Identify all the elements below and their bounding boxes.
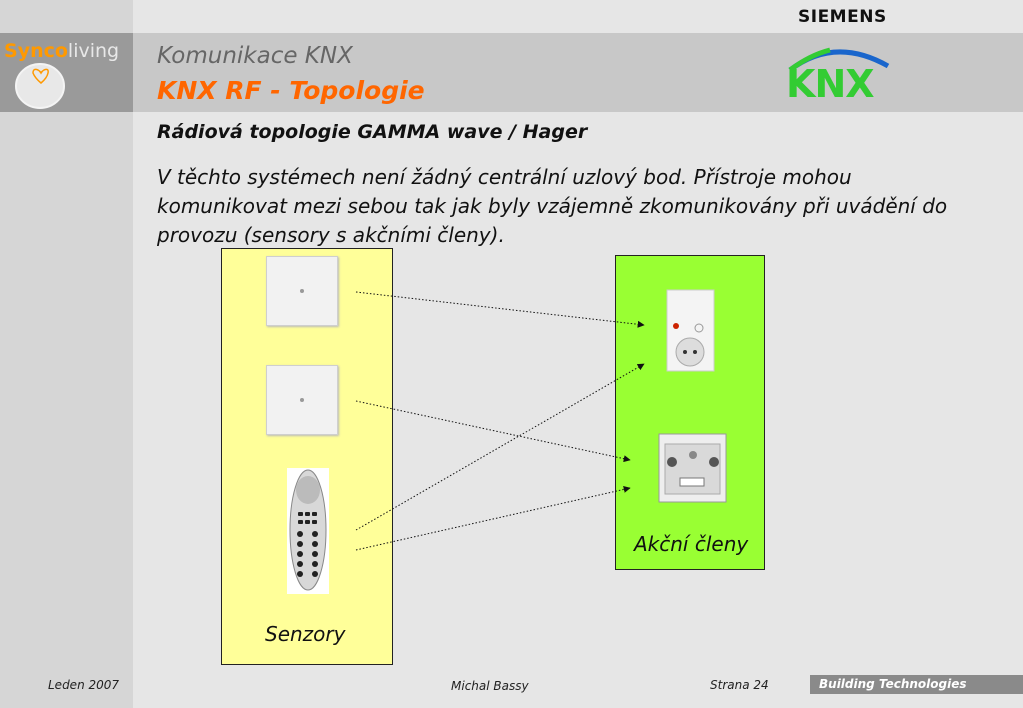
section-heading: Rádiová topologie GAMMA wave / Hager	[157, 121, 588, 143]
top-bar	[133, 0, 1023, 33]
flush-actuator-icon	[658, 433, 727, 503]
footer-division: Building Technologies	[819, 677, 967, 691]
living-logo-text: living	[67, 40, 120, 62]
left-sidebar	[0, 0, 133, 708]
wall-switch-1	[266, 256, 338, 326]
actuators-label: Akční členy	[634, 532, 749, 556]
footer-page: Strana 24	[710, 678, 769, 692]
siemens-logo: SIEMENS	[798, 7, 887, 27]
page-title: Komunikace KNX	[157, 43, 353, 69]
header-band	[0, 33, 1023, 112]
link-switch2-flush	[355, 400, 631, 463]
footer-author: Michal Bassy	[451, 679, 529, 693]
body-paragraph: V těchto systémech není žádný centrální …	[157, 165, 948, 247]
socket-actuator-icon	[666, 289, 715, 372]
knx-logo-text: KNX	[786, 62, 875, 106]
synco-logo-text: Synco	[4, 40, 68, 62]
footer-date: Leden 2007	[48, 678, 120, 692]
remote-control-icon	[287, 468, 329, 594]
link-remote-socket	[355, 363, 645, 531]
synco-living-logo: Syncoliving	[4, 40, 119, 62]
link-remote-flush	[355, 485, 631, 551]
radio-links	[355, 291, 645, 551]
synco-house-icon	[15, 63, 65, 109]
footer-division-bar	[810, 675, 1023, 694]
sensors-label: Senzory	[265, 622, 346, 646]
page-subtitle: KNX RF - Topologie	[157, 76, 425, 105]
link-switch1-socket	[355, 291, 645, 328]
knx-logo: KNX	[786, 62, 875, 106]
wall-switch-2	[266, 365, 338, 435]
